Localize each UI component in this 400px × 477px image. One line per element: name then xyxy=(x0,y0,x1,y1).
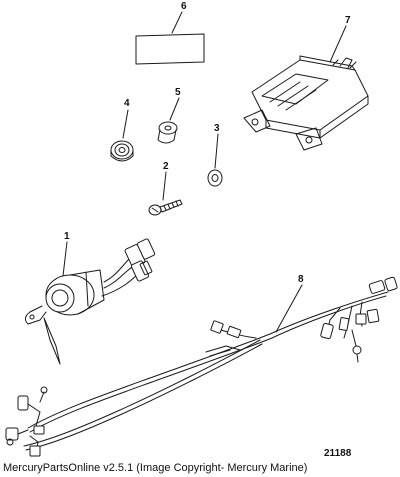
control-module-part[interactable] xyxy=(243,55,369,151)
leader-line-5 xyxy=(169,97,180,121)
callout-7: 7 xyxy=(345,15,351,26)
grommet-part[interactable] xyxy=(110,140,134,162)
copyright-text: MercuryPartsOnline v2.5.1 (Image Copyrig… xyxy=(3,462,308,474)
ignition-switch-part[interactable] xyxy=(24,238,156,365)
washer-part[interactable] xyxy=(207,169,223,187)
leader-line-1 xyxy=(62,241,68,277)
screw-part[interactable] xyxy=(148,199,183,216)
wiring-harness-part[interactable] xyxy=(5,276,398,457)
leader-line-3 xyxy=(214,133,219,169)
callout-8: 8 xyxy=(298,274,304,285)
callout-1: 1 xyxy=(64,231,70,242)
callout-2: 2 xyxy=(163,161,169,172)
callout-5: 5 xyxy=(175,87,181,98)
figure-number: 21188 xyxy=(324,448,352,459)
leader-line-6 xyxy=(171,11,183,34)
leader-line-2 xyxy=(162,171,167,201)
leader-line-8 xyxy=(275,284,303,333)
leader-line-7 xyxy=(329,25,347,63)
decal-label-part[interactable] xyxy=(135,33,205,65)
callout-3: 3 xyxy=(214,123,220,134)
leader-line-4 xyxy=(122,109,129,139)
callout-6: 6 xyxy=(181,1,187,12)
bushing-part[interactable] xyxy=(157,121,178,144)
callout-4: 4 xyxy=(124,98,130,109)
